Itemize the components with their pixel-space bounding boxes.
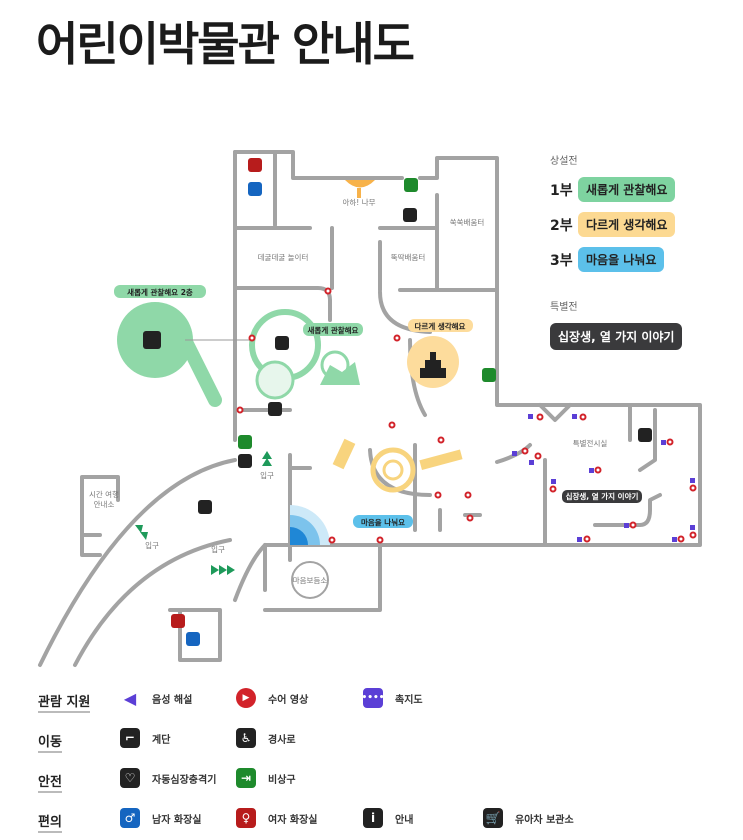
- room-label: 아하! 나무: [343, 197, 376, 207]
- womens-restroom-icon: [171, 614, 185, 628]
- aed-icon: ♡: [120, 768, 140, 788]
- entrance-arrow-icon: [211, 565, 235, 575]
- legend-label: 촉지도: [395, 694, 423, 706]
- part-label: 마음을 나눠요: [578, 247, 665, 272]
- zone-label: 마음을 나눠요: [361, 517, 405, 527]
- room-label: 쑥쑥배움터: [450, 218, 485, 227]
- part-number: 3부: [550, 252, 573, 269]
- legend-label: 안내: [395, 814, 414, 826]
- room-label: 뚝딱배움터: [391, 252, 426, 262]
- room-label: 특별전시실: [573, 438, 608, 448]
- entrance-label: 입구: [145, 541, 159, 550]
- room-label: 시간 여행: [89, 489, 119, 499]
- room-label: 안내소: [94, 499, 115, 509]
- zone-label: 새롭게 관찰해요 2층: [127, 287, 193, 297]
- mens-restroom-icon: ♂: [120, 808, 140, 828]
- legend-category: 안전: [38, 771, 62, 793]
- legend-label: 남자 화장실: [152, 814, 202, 826]
- zone-observe: 새롭게 관찰해요: [249, 309, 363, 400]
- legend-label: 계단: [152, 734, 171, 746]
- part-label: 새롭게 관찰해요: [578, 177, 676, 202]
- stairs-icon: ⌐: [120, 728, 140, 748]
- stroller-icon: [403, 208, 417, 222]
- zone-label: 새롭게 관찰해요: [308, 325, 359, 335]
- permanent-heading: 상설전: [550, 156, 578, 167]
- stroller-icon: 🛒: [483, 808, 503, 828]
- part-number: 2부: [550, 217, 573, 234]
- ramp-icon: ♿: [236, 728, 256, 748]
- legend-label: 음성 해설: [152, 694, 193, 706]
- ramp-icon: [638, 428, 652, 442]
- page-title: 어린이박물관 안내도: [36, 17, 415, 71]
- mens-restroom-icon: [248, 182, 262, 196]
- special-heading: 특별전: [550, 302, 578, 313]
- room-label: 데굴데굴 놀이터: [258, 252, 309, 262]
- sign-video-markers: [236, 287, 697, 544]
- tactile-map-icon: ••••: [362, 688, 385, 708]
- legend-label: 수어 영상: [268, 694, 309, 706]
- ramp-icon: [268, 402, 282, 416]
- stairs-icon: [275, 336, 289, 350]
- facility-legend: 관람 지원 ◀음성 해설 ▶수어 영상 ••••촉지도 이동 ⌐계단 ♿경사로 …: [38, 686, 738, 840]
- legend-row-convenience: 편의 ♂ 남자 화장실 ♀ 여자 화장실 i 안내 🛒 유아차 보관소: [38, 806, 738, 840]
- legend-label: 자동심장충격기: [152, 774, 217, 786]
- part-1[interactable]: 1부 새롭게 관찰해요: [550, 177, 730, 202]
- stairs-icon: [143, 331, 161, 349]
- audio-guide-markers: [512, 414, 695, 542]
- sign-video-icon: ▶: [236, 688, 256, 708]
- room-label: 십장생, 열 가지 이야기: [566, 491, 639, 501]
- info-icon: [198, 500, 212, 514]
- aed-icon: [238, 454, 252, 468]
- zone-share: 마음을 나눠요: [290, 505, 413, 545]
- legend-row-movement: 이동 ⌐ 계단 ♿ 경사로: [38, 726, 738, 766]
- audio-guide-icon: ◀: [120, 688, 140, 708]
- part-label: 다르게 생각해요: [578, 212, 676, 237]
- emergency-exit-icon: [238, 435, 252, 449]
- legend-category: 편의: [38, 811, 62, 833]
- exhibit-legend: 상설전 1부 새롭게 관찰해요 2부 다르게 생각해요 3부 마음을 나눠요 특…: [550, 152, 730, 350]
- womens-restroom-icon: [248, 158, 262, 172]
- info-icon: i: [363, 808, 383, 828]
- mens-restroom-icon: [186, 632, 200, 646]
- entrance-arrow-icon: [135, 525, 148, 540]
- emergency-exit-icon: [482, 368, 496, 382]
- special-exhibit-badge[interactable]: 십장생, 열 가지 이야기: [550, 323, 683, 350]
- entrance-label: 입구: [260, 471, 274, 480]
- womens-restroom-icon: ♀: [236, 808, 256, 828]
- zone-observe-2f: 새롭게 관찰해요 2층: [114, 285, 255, 407]
- entrance-label: 입구: [211, 545, 225, 554]
- part-number: 1부: [550, 182, 573, 199]
- legend-label: 유아차 보관소: [515, 814, 574, 826]
- emergency-exit-icon: [404, 178, 418, 192]
- zone-think: 다르게 생각해요: [332, 319, 473, 493]
- part-2[interactable]: 2부 다르게 생각해요: [550, 212, 730, 237]
- legend-row-safety: 안전 ♡ 자동심장충격기 ⇥ 비상구: [38, 766, 738, 806]
- legend-label: 비상구: [268, 774, 296, 786]
- zone-label: 다르게 생각해요: [415, 321, 466, 331]
- floor-map: 새롭게 관찰해요 2층 새롭게 관찰해요 다르게 생각해요 마음을: [38, 150, 702, 667]
- legend-label: 여자 화장실: [268, 814, 318, 826]
- legend-label: 경사로: [268, 734, 296, 746]
- room-label: 마음보듬소: [293, 576, 328, 585]
- legend-category: 이동: [38, 731, 62, 753]
- legend-row-viewing-support: 관람 지원 ◀ 음성 해설 ▶ 수어 영상 •••• 촉지도: [38, 686, 738, 726]
- part-3[interactable]: 3부 마음을 나눠요: [550, 247, 730, 272]
- emergency-exit-icon: ⇥: [236, 768, 256, 788]
- tree-icon: [345, 180, 375, 198]
- legend-category: 관람 지원: [38, 691, 91, 713]
- entrance-arrow-icon: [262, 451, 272, 466]
